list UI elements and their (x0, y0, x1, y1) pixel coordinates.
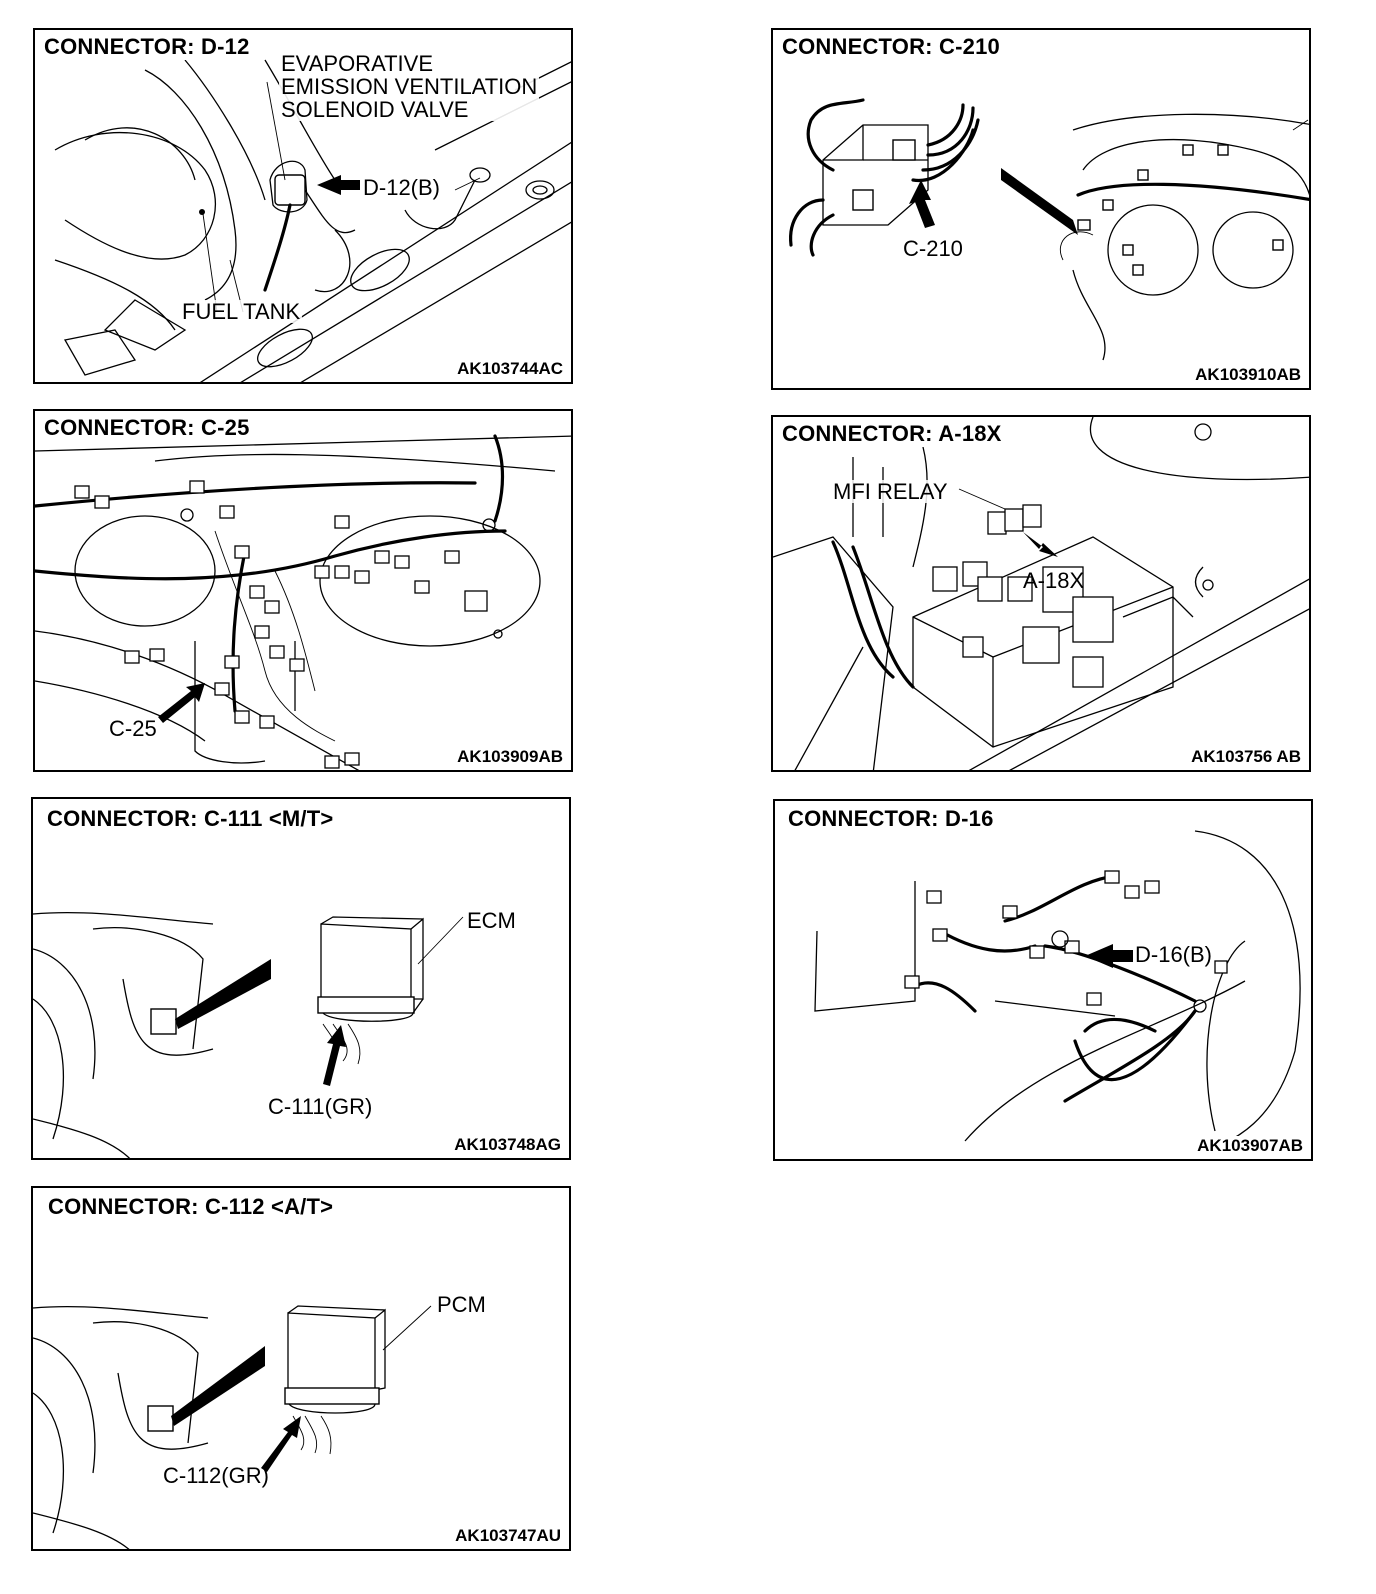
c112-illustration (33, 1305, 432, 1549)
figure-id: AK103744AC (455, 359, 565, 379)
connector-label: C-111(GR) (268, 1094, 373, 1119)
pcm-label: PCM (437, 1292, 486, 1317)
connector-label: A-18X (1023, 568, 1085, 593)
panel-connector-c25: CONNECTOR: C-25 C-25 AK103909AB (33, 409, 573, 772)
panel-title: CONNECTOR: C-111 <M/T> (44, 806, 337, 832)
c25-illustration (35, 434, 571, 770)
panel-title: CONNECTOR: C-25 (41, 415, 253, 441)
panel-connector-c210: CONNECTOR: C-210 C-210 AK103910AB (771, 28, 1311, 390)
d12-illustration (54, 59, 571, 382)
panel-connector-d12: CONNECTOR: D-12 EVAPORATIVE EMISSION VEN… (33, 28, 573, 384)
panel-title: CONNECTOR: D-16 (785, 806, 997, 832)
panel-title: CONNECTOR: A-18X (779, 421, 1005, 447)
connector-label: C-25 (109, 716, 157, 741)
connector-label: C-112(GR) (163, 1463, 269, 1488)
panel-connector-c112: CONNECTOR: C-112 <A/T> PCM C-112(GR) AK1… (31, 1186, 571, 1551)
figure-id: AK103907AB (1195, 1136, 1305, 1156)
panel-connector-c111: CONNECTOR: C-111 <M/T> ECM C-111(GR) AK1… (31, 797, 571, 1160)
connector-label: D-16(B) (1135, 942, 1213, 967)
component-label: MFI RELAY (831, 479, 950, 504)
panel-connector-a18x: CONNECTOR: A-18X MFI RELAY A-18X AK10375… (771, 415, 1311, 772)
component-label: EVAPORATIVE EMISSION VENTILATION SOLENOI… (279, 51, 540, 123)
d16-illustration (814, 830, 1301, 1152)
figure-id: AK103748AG (452, 1135, 563, 1155)
panel-connector-d16: CONNECTOR: D-16 D-16(B) AK103907AB (773, 799, 1313, 1161)
c111-illustration (33, 912, 464, 1158)
c210-illustration (789, 98, 1309, 361)
connector-label: C-210 (903, 236, 963, 261)
figure-id: AK103909AB (455, 747, 565, 767)
panel-title: CONNECTOR: D-12 (41, 34, 253, 60)
connector-label: D-12(B) (361, 175, 443, 200)
figure-id: AK103756 AB (1189, 747, 1303, 767)
ecm-label: ECM (467, 908, 516, 933)
panel-title: CONNECTOR: C-210 (779, 34, 1003, 60)
figure-id: AK103910AB (1193, 365, 1303, 385)
panel-title: CONNECTOR: C-112 <A/T> (45, 1194, 337, 1220)
fuel-tank-label: FUEL TANK (180, 299, 303, 324)
a18x-illustration (773, 417, 1309, 770)
figure-id: AK103747AU (453, 1526, 563, 1546)
